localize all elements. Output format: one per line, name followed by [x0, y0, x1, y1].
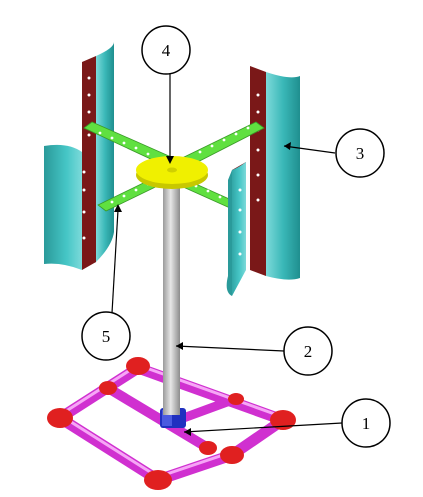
rotor-hub: [136, 156, 208, 189]
blade-front-right: [226, 162, 246, 296]
blade-front-left: [44, 144, 96, 270]
callout-4-label: 4: [162, 41, 171, 60]
callout-3: 3: [283, 128, 385, 178]
callout-1: 1: [183, 398, 391, 448]
callout-5: 5: [81, 204, 131, 361]
callout-4: 4: [141, 25, 191, 164]
base-joints: [47, 357, 296, 490]
callout-2: 2: [175, 326, 333, 376]
callout-5-label: 5: [102, 327, 111, 346]
callout-2-label: 2: [304, 342, 313, 361]
callout-1-label: 1: [362, 414, 371, 433]
mast-pole: [163, 182, 180, 415]
callout-3-label: 3: [356, 144, 365, 163]
blade-back-right: [250, 66, 300, 280]
